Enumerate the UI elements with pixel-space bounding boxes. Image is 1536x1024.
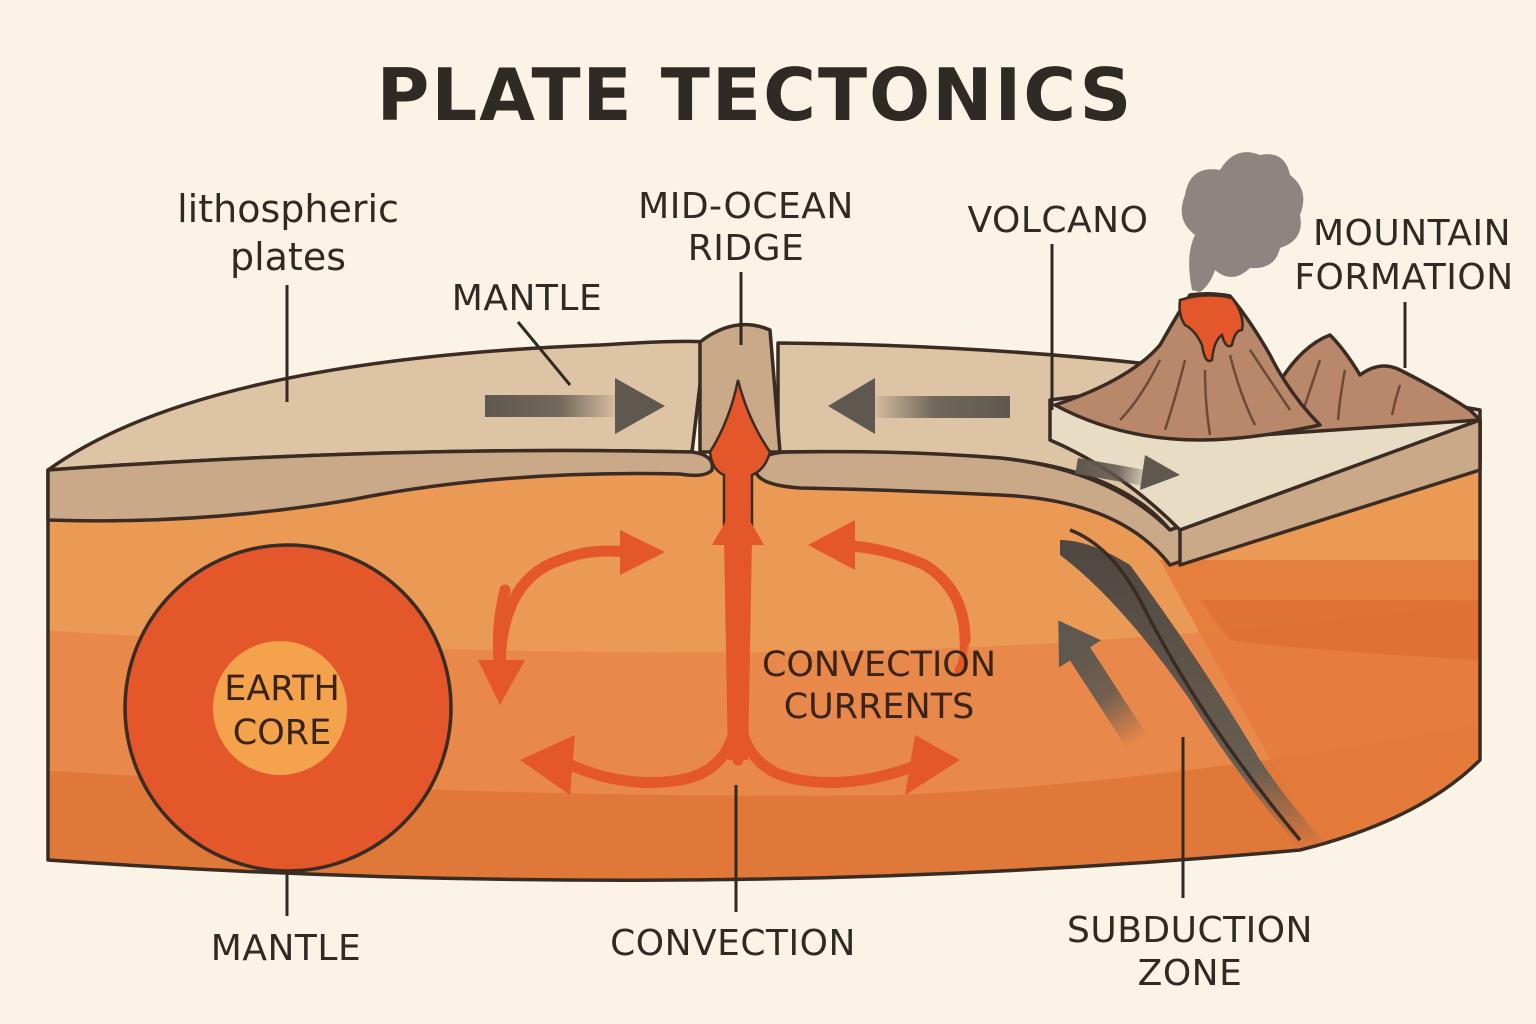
label-mid-ocean-ridge-line1: MID-OCEAN bbox=[638, 186, 854, 227]
label-convection: CONVECTION bbox=[610, 923, 856, 964]
label-earth-core-line2: CORE bbox=[233, 713, 331, 753]
plate-motion-arrows bbox=[485, 378, 1180, 749]
volcano-smoke bbox=[1181, 152, 1304, 292]
arrow-right-left-plate bbox=[485, 378, 665, 434]
label-lithospheric-plates-line2: plates bbox=[230, 235, 346, 279]
block-outline bbox=[46, 420, 1482, 882]
lithospheric-plate-left bbox=[46, 339, 715, 523]
label-mountain-formation-line1: MOUNTAIN bbox=[1313, 213, 1511, 254]
label-mountain-formation-line2: FORMATION bbox=[1294, 257, 1513, 298]
arrow-up-mantle bbox=[1058, 620, 1148, 749]
label-convection-currents-line2: CURRENTS bbox=[784, 687, 975, 727]
page-title: PLATE TECTONICS bbox=[377, 53, 1134, 137]
arrow-left-right-plate bbox=[828, 378, 1010, 434]
label-subduction-zone-line2: ZONE bbox=[1138, 953, 1243, 994]
label-subduction-zone-line1: SUBDUCTION bbox=[1067, 910, 1313, 951]
label-lithospheric-plates-line1: lithospheric bbox=[177, 187, 399, 231]
subduction-trench-line bbox=[1069, 528, 1302, 842]
leader-mantle-top bbox=[516, 321, 572, 386]
volcano bbox=[1053, 152, 1322, 442]
label-volcano: VOLCANO bbox=[968, 200, 1149, 241]
leader-lines bbox=[285, 244, 1407, 916]
label-earth-core-line1: EARTH bbox=[224, 669, 340, 709]
convection-arrowheads bbox=[478, 500, 960, 795]
label-mantle-bottom: MANTLE bbox=[211, 928, 361, 969]
label-mantle-top: MANTLE bbox=[452, 278, 602, 319]
earth-core bbox=[123, 543, 453, 873]
arrow-toward-subduction bbox=[1075, 455, 1180, 490]
label-mid-ocean-ridge-line2: RIDGE bbox=[688, 228, 805, 269]
mountains bbox=[1258, 333, 1482, 437]
label-convection-currents-line1: CONVECTION bbox=[762, 645, 996, 685]
